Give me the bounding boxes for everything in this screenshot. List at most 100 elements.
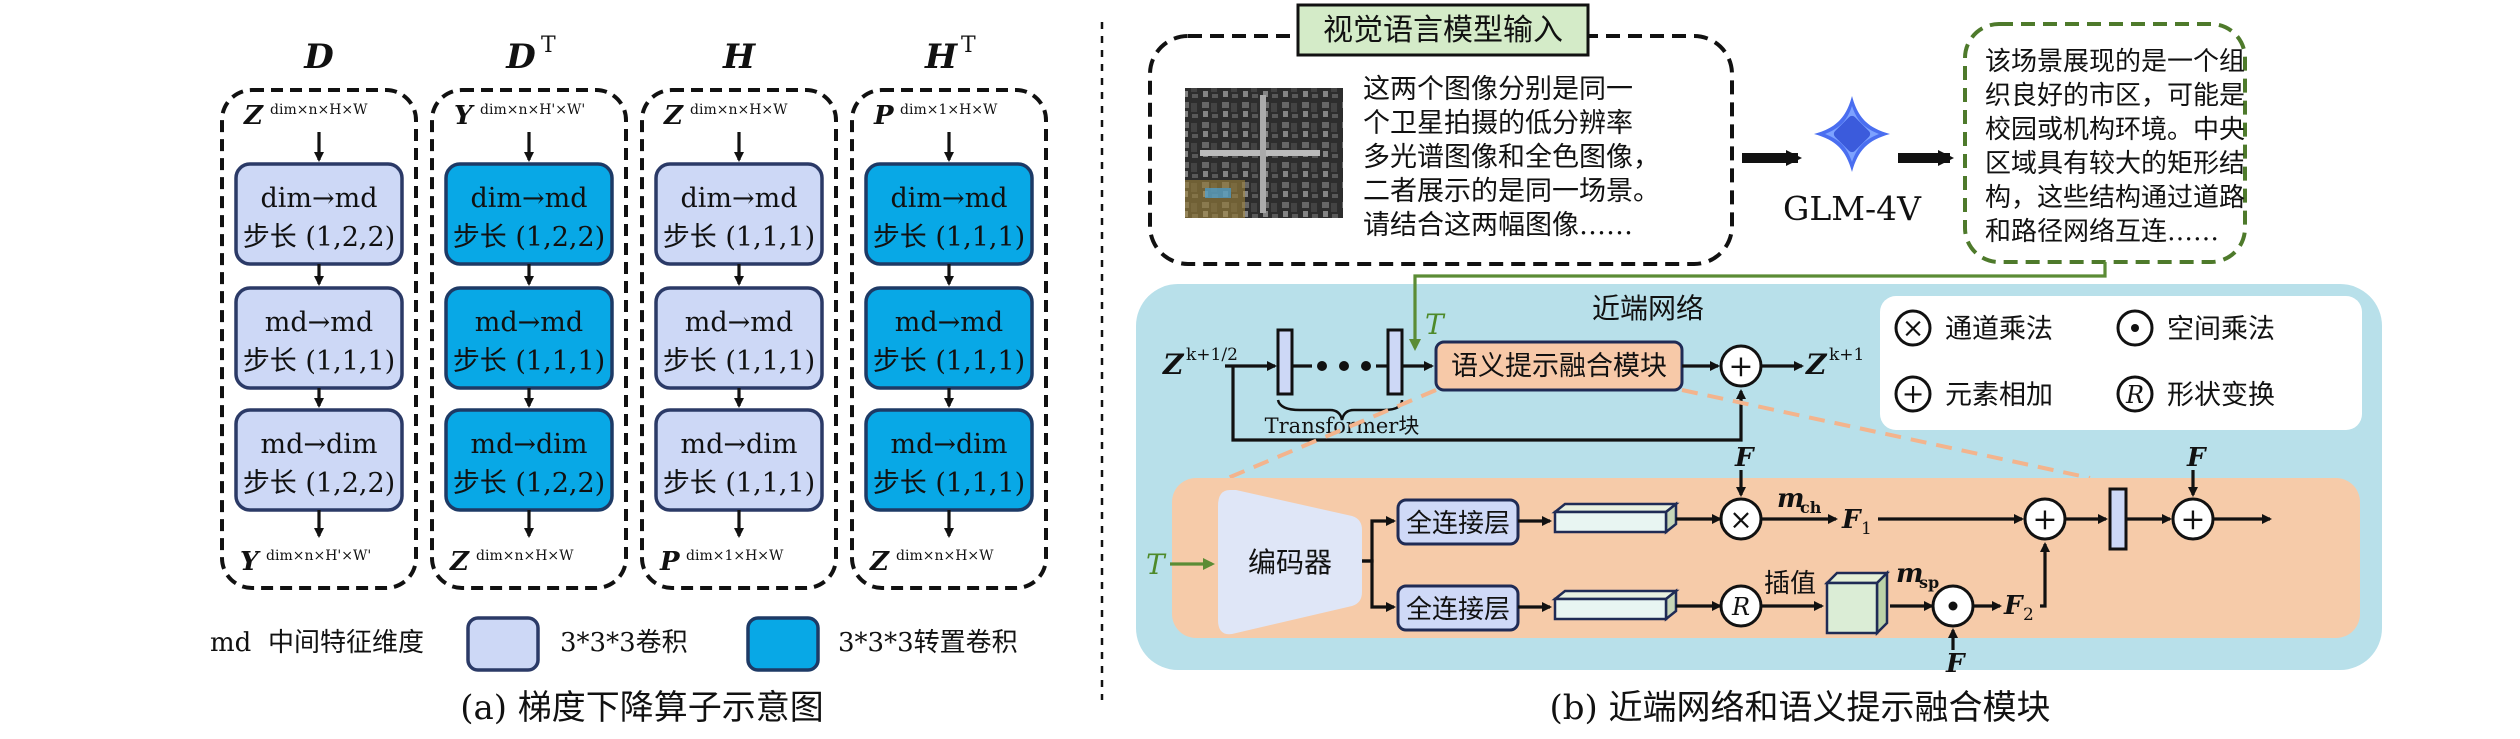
- conv-block-dims: md→md: [685, 307, 793, 338]
- svg-text:R: R: [1731, 593, 1750, 621]
- column-title-sup: T: [961, 33, 976, 58]
- column-title: D: [303, 37, 334, 77]
- legend-tconv-swatch: [746, 616, 820, 672]
- fc-layer-1-label: 全连接层: [1406, 509, 1510, 539]
- input-z-sup: k+1/2: [1186, 345, 1238, 365]
- t-label-detail: T: [1146, 548, 1167, 581]
- vlm-output-line-4: 区域具有较大的矩形结: [1985, 149, 2245, 179]
- zoom-line-left: [1227, 388, 1437, 480]
- vlm-output-line-2: 织良好的市区，可能是: [1985, 81, 2245, 111]
- conv-block-stride: 步长 (1,2,2): [453, 222, 605, 253]
- fc-layer-2-label: 全连接层: [1406, 595, 1510, 625]
- vlm-prompt-line-1: 这两个图像分别是同一: [1363, 74, 1633, 105]
- fusion-module-label: 语义提示融合模块: [1451, 351, 1667, 382]
- vlm-label-box: [1296, 3, 1590, 57]
- input-z-half: Z k+1/2: [1162, 345, 1238, 381]
- column-output-sup: dim×n×H×W: [476, 548, 574, 564]
- satellite-image: [1185, 88, 1343, 218]
- conv-block-dims: dim→md: [680, 183, 797, 214]
- skip-connection: [1231, 366, 1746, 442]
- m-ch-sub: ch: [1800, 498, 1822, 517]
- vlm-prompt-line-5: 请结合这两幅图像……: [1363, 210, 1633, 241]
- column-output-sym: Z: [449, 547, 470, 577]
- vlm-output-line-1: 该场景展现的是一个组: [1985, 47, 2245, 77]
- legend-conv-swatch: [466, 616, 540, 672]
- legend-spatial-mult: 空间乘法: [2116, 309, 2275, 347]
- vlm-prompt-line-2: 个卫星拍摄的低分辨率: [1363, 108, 1633, 139]
- add-node-out: +: [2171, 497, 2215, 541]
- conv-block-stride: 步长 (1,2,2): [243, 222, 395, 253]
- m-ch-sym: m: [1777, 484, 1805, 514]
- svg-text:+: +: [2032, 502, 2057, 537]
- f-label-sp: F: [1945, 649, 1966, 679]
- column-title: H: [924, 37, 959, 77]
- zoom-line-right: [1681, 388, 2091, 480]
- output-z-sup: k+1: [1829, 345, 1864, 365]
- f2-sym: F: [2003, 591, 2024, 621]
- add-node-mid: +: [2023, 497, 2067, 541]
- m-sp-sym: m: [1896, 559, 1924, 589]
- column-output-sym: Z: [869, 547, 890, 577]
- add-node-top: +: [1719, 344, 1763, 388]
- conv-block-dims: md→md: [265, 307, 373, 338]
- svg-text:元素相加: 元素相加: [1945, 380, 2053, 411]
- legend-tconv-label: 3*3*3转置卷积: [838, 628, 1018, 658]
- spatial-mask-cube: [1823, 569, 1891, 637]
- conv-block-dims: dim→md: [260, 183, 377, 214]
- reshape-node: R: [1719, 584, 1763, 628]
- svg-text:+: +: [1728, 349, 1753, 384]
- glm-logo-icon: [1814, 96, 1890, 172]
- svg-text:+: +: [2180, 502, 2205, 537]
- f1-sub: 1: [1861, 519, 1872, 539]
- conv-block-dims: dim→md: [470, 183, 587, 214]
- legend-element-add: + 元素相加: [1894, 375, 2053, 413]
- projection-block: [2108, 487, 2128, 551]
- svg-text:×: ×: [1729, 503, 1752, 536]
- svg-text:×: ×: [1902, 313, 1925, 344]
- legend-reshape: R 形状变换: [2116, 375, 2275, 413]
- panel-a-legend: md 中间特征维度 3*3*3卷积 3*3*3转置卷积: [210, 616, 1018, 672]
- conv-block-dims: md→dim: [260, 429, 377, 460]
- svg-text:+: +: [1902, 379, 1925, 410]
- conv-block-stride: 步长 (1,2,2): [453, 468, 605, 499]
- input-z-sym: Z: [1162, 348, 1185, 381]
- conv-block-dims: md→md: [475, 307, 583, 338]
- m-sp-sub: sp: [1919, 573, 1939, 592]
- legend-conv-label: 3*3*3卷积: [560, 628, 688, 658]
- column-outline: [850, 88, 1048, 590]
- f1-sym: F: [1841, 505, 1862, 535]
- column-input-sym: P: [873, 101, 895, 131]
- column-output-sup: dim×n×H×W: [896, 548, 994, 564]
- conv-block-stride: 步长 (1,2,2): [243, 468, 395, 499]
- legend-channel-mult: × 通道乘法: [1894, 309, 2053, 347]
- column-title: D: [505, 37, 536, 77]
- conv-block-stride: 步长 (1,1,1): [873, 468, 1025, 499]
- svg-text:形状变换: 形状变换: [2167, 380, 2275, 411]
- caption-b: (b) 近端网络和语义提示融合模块: [1549, 688, 2050, 728]
- caption-a: (a) 梯度下降算子示意图: [460, 688, 824, 728]
- arrow-f2-add: [2040, 542, 2050, 608]
- column-title-sup: T: [541, 33, 556, 58]
- transformer-blocks: [1276, 328, 1404, 421]
- svg-text:R: R: [2125, 381, 2144, 409]
- t-label-top: T: [1425, 308, 1446, 341]
- operator-legend-box: [1880, 296, 2362, 430]
- conv-block-stride: 步长 (1,1,1): [663, 222, 815, 253]
- column-output-sym: Y: [240, 547, 261, 577]
- vlm-label: 视觉语言模型输入: [1323, 13, 1563, 48]
- spatial-feature-vector: [1551, 588, 1680, 622]
- output-z-sym: Z: [1805, 348, 1828, 381]
- column-input-sup: dim×1×H×W: [900, 102, 998, 118]
- arrow-encoder-fc2: [1362, 559, 1396, 612]
- transformer-label: Transformer块: [1265, 414, 1420, 438]
- column-output-sym: P: [659, 547, 681, 577]
- column-output-sup: dim×n×H'×W': [266, 548, 371, 564]
- conv-block-stride: 步长 (1,1,1): [663, 346, 815, 377]
- f2-sub: 2: [2023, 605, 2034, 625]
- vlm-output-line-6: 和路径网络互连……: [1985, 217, 2219, 247]
- vlm-output-line-5: 构，这些结构通过道路: [1985, 183, 2245, 213]
